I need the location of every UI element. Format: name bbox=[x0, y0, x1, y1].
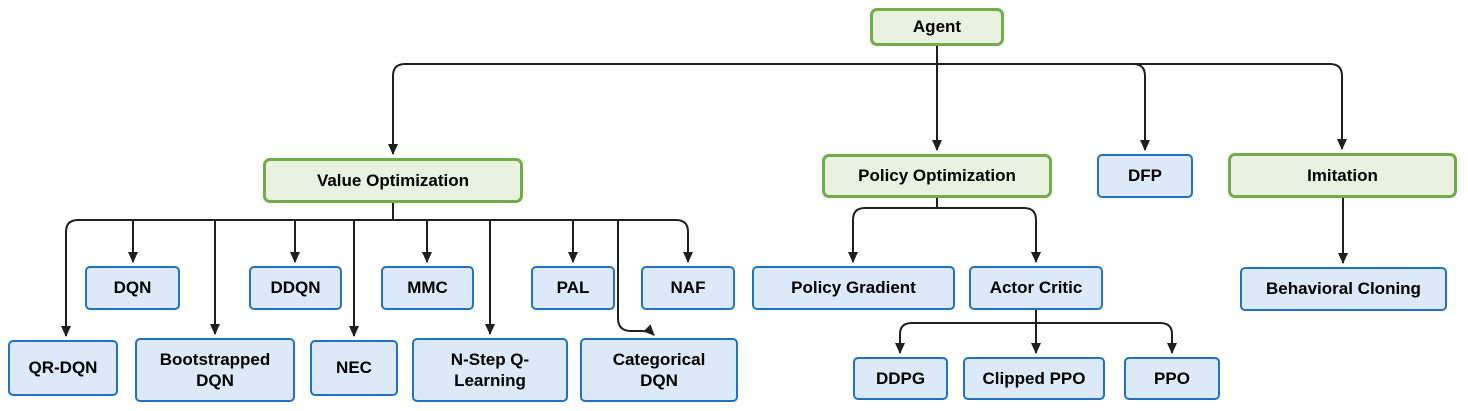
node-behavioral-cloning: Behavioral Cloning bbox=[1240, 267, 1447, 311]
edge-agent-bar bbox=[392, 63, 1343, 77]
node-bootstrapped-dqn: Bootstrapped DQN bbox=[135, 338, 295, 402]
node-categorical-dqn: Categorical DQN bbox=[580, 338, 738, 402]
node-value-optimization: Value Optimization bbox=[263, 158, 523, 203]
node-dqn: DQN bbox=[85, 266, 180, 310]
node-agent: Agent bbox=[870, 8, 1004, 46]
node-clipped-ppo: Clipped PPO bbox=[963, 357, 1105, 400]
node-pal: PAL bbox=[531, 266, 615, 310]
node-ppo: PPO bbox=[1124, 357, 1220, 400]
node-imitation: Imitation bbox=[1228, 153, 1457, 198]
node-actor-critic: Actor Critic bbox=[969, 266, 1103, 310]
edge-agent-dfp bbox=[1132, 63, 1150, 151]
node-naf: NAF bbox=[641, 266, 735, 310]
node-mmc: MMC bbox=[381, 266, 474, 310]
edge-policy-optimization-bar bbox=[852, 207, 1037, 221]
node-policy-gradient: Policy Gradient bbox=[752, 266, 955, 310]
edge-value-optimization-categorical-dqn bbox=[617, 220, 655, 336]
node-nec: NEC bbox=[310, 340, 398, 396]
node-n-step-q-learning: N-Step Q-Learning bbox=[412, 338, 568, 402]
node-qr-dqn: QR-DQN bbox=[8, 340, 118, 396]
node-dfp: DFP bbox=[1097, 154, 1193, 198]
node-ddpg: DDPG bbox=[853, 357, 948, 400]
node-policy-optimization: Policy Optimization bbox=[822, 154, 1052, 198]
edge-value-optimization-bar bbox=[65, 219, 689, 233]
node-ddqn: DDQN bbox=[249, 266, 342, 310]
